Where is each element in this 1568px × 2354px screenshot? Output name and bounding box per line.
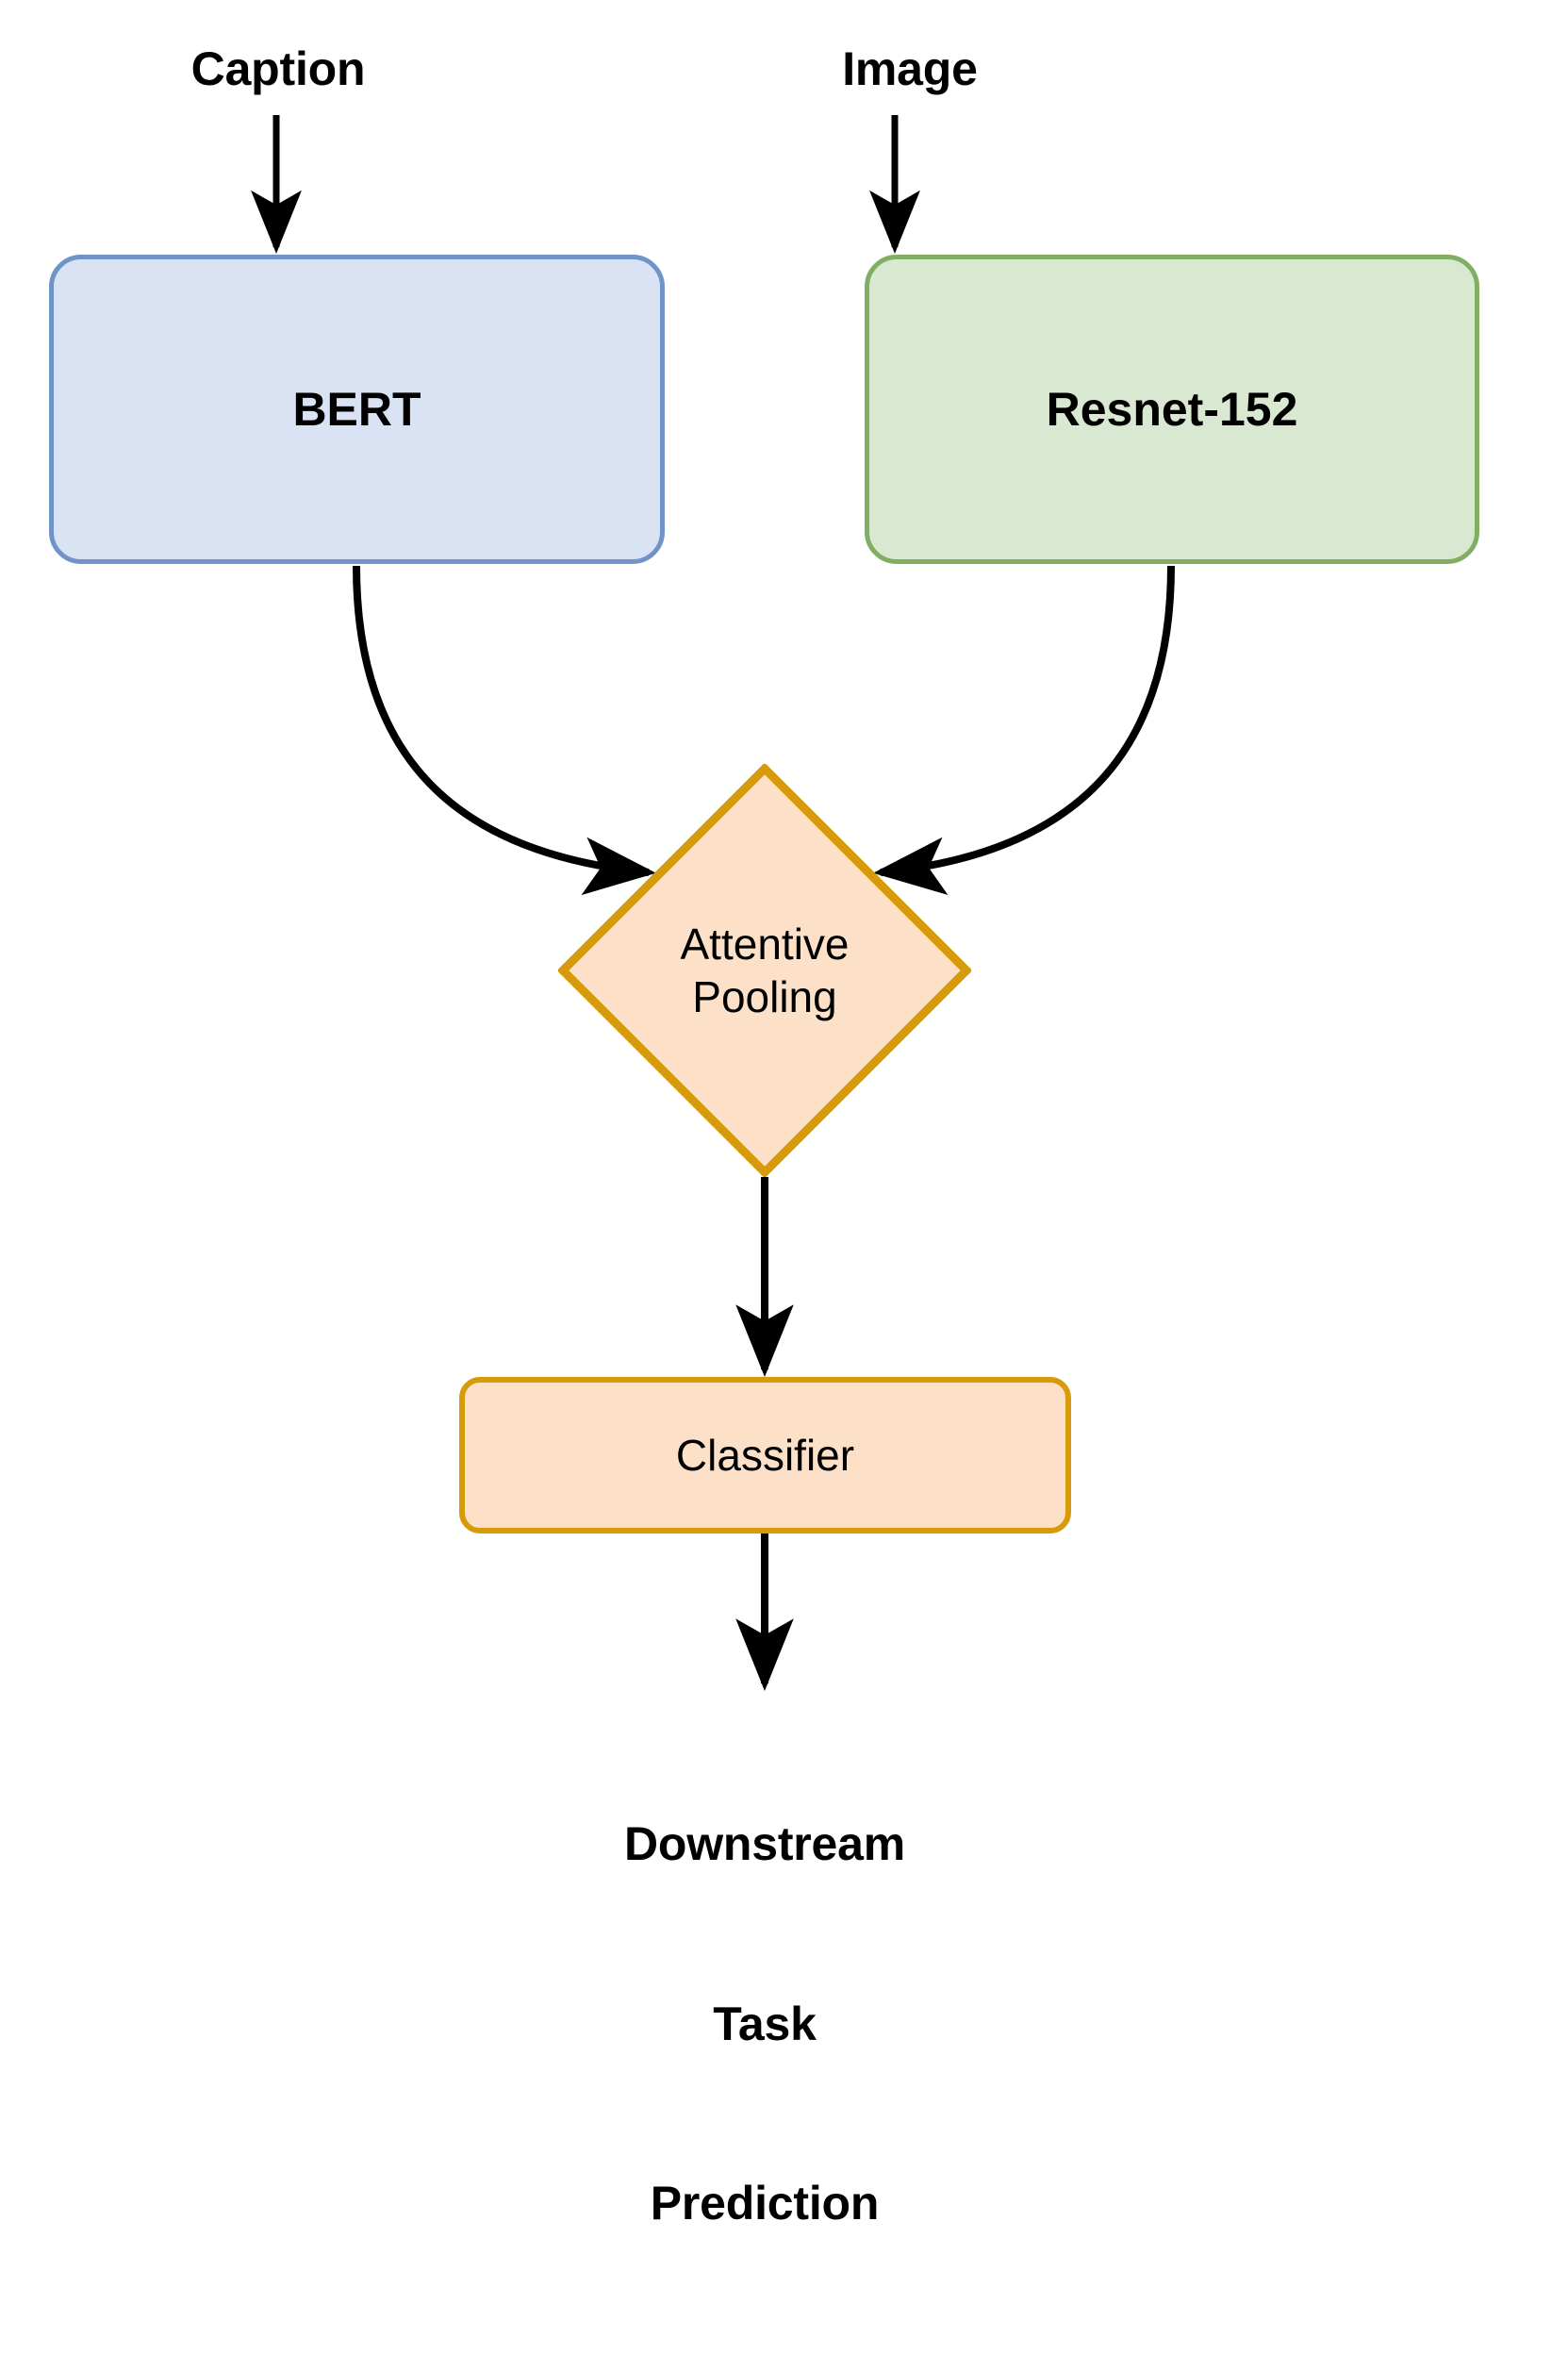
downstream-line-2: Task xyxy=(713,1997,817,2050)
image-input-label: Image xyxy=(842,42,978,95)
edge-bert-to-pooling xyxy=(353,565,656,896)
downstream-line-1: Downstream xyxy=(623,1817,906,1870)
diamond-shape xyxy=(558,764,971,1177)
downstream-task-prediction-label: Downstream Task Prediction xyxy=(491,1695,1038,2354)
node-attentive-pooling[interactable]: Attentive Pooling xyxy=(558,764,971,1177)
caption-input-label: Caption xyxy=(190,42,366,95)
node-resnet-label: Resnet-152 xyxy=(1046,383,1298,436)
node-resnet[interactable]: Resnet-152 xyxy=(865,255,1479,564)
node-bert-label: BERT xyxy=(292,383,421,436)
flowchart-canvas: Caption Image Downstream Task Prediction… xyxy=(49,42,1479,2230)
node-classifier-label: Classifier xyxy=(675,1431,855,1480)
node-bert[interactable]: BERT xyxy=(49,255,665,564)
downstream-line-3: Prediction xyxy=(650,2177,880,2230)
edge-resnet-to-pooling xyxy=(873,565,1175,895)
edge-layer xyxy=(251,115,1175,1691)
node-classifier[interactable]: Classifier xyxy=(459,1377,1071,1533)
